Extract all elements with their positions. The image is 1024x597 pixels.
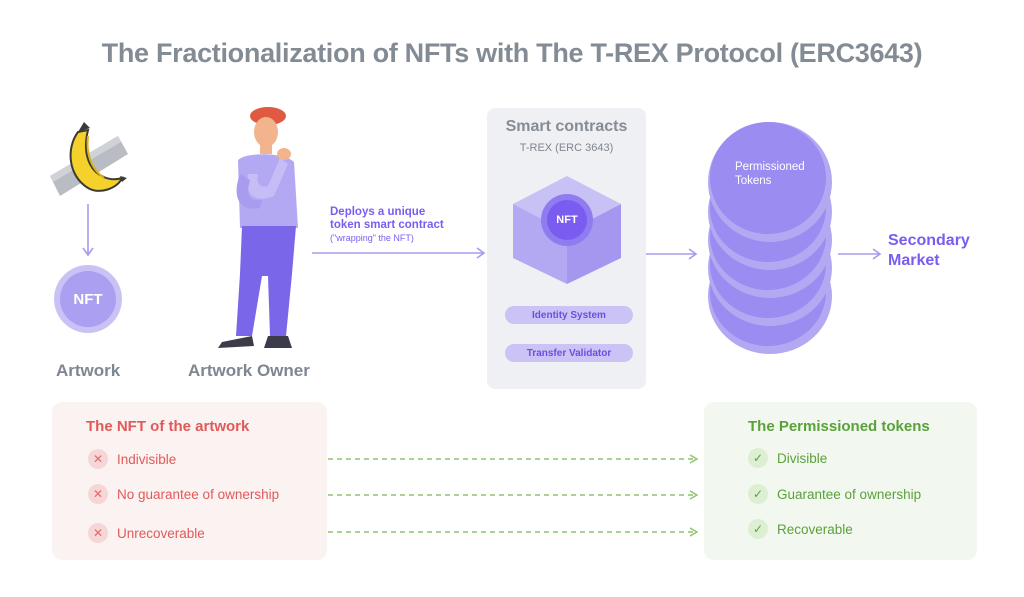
cross-icon: ✕ [88, 484, 108, 504]
deploy-line-2: token smart contract [330, 219, 444, 231]
check-icon: ✓ [748, 484, 768, 504]
smart-contracts-subtitle: T-REX (ERC 3643) [519, 142, 614, 154]
banana-artwork-icon [50, 122, 128, 196]
token-property-item: ✓ Divisible [748, 448, 827, 468]
artwork-nft-label: NFT [60, 271, 116, 327]
secondary-market-label: Secondary Market [888, 231, 970, 271]
token-property-text: Divisible [777, 450, 828, 466]
permissioned-tokens-stack-icon [708, 122, 832, 354]
smart-contracts-title: Smart contracts [505, 118, 628, 135]
permissioned-tokens-label: Permissioned Tokens [735, 160, 825, 188]
cross-icon: ✕ [88, 449, 108, 469]
check-icon: ✓ [748, 519, 768, 539]
token-property-item: ✓ Recoverable [748, 519, 853, 539]
artwork-label: Artwork [56, 361, 121, 380]
tokens-line-1: Permissioned [735, 161, 805, 173]
contract-nft-label: NFT [556, 214, 578, 226]
artwork-owner-label: Artwork Owner [188, 361, 310, 380]
deploy-description: Deploys a unique token smart contract ("… [330, 206, 456, 245]
check-icon: ✓ [748, 448, 768, 468]
nft-properties-card: The NFT of the artwork ✕ Indivisible ✕ N… [52, 402, 327, 560]
tokens-line-2: Tokens [735, 175, 772, 187]
token-property-item: ✓ Guarantee of ownership [748, 484, 921, 504]
cross-icon: ✕ [88, 523, 108, 543]
market-line-2: Market [888, 252, 940, 269]
smart-contracts-panel: Smart contracts T-REX (ERC 3643) NFT Ide… [487, 108, 646, 389]
page-title: The Fractionalization of NFTs with The T… [101, 38, 923, 68]
right-arrow-icon [838, 248, 882, 260]
market-line-1: Secondary [888, 232, 970, 249]
token-property-text: Guarantee of ownership [777, 486, 922, 502]
tokens-card-title: The Permissioned tokens [748, 418, 930, 435]
right-arrow-icon [646, 248, 698, 260]
nft-property-item: ✕ Unrecoverable [88, 523, 205, 543]
dashed-connector-arrows-icon [328, 454, 699, 537]
down-arrow-icon [82, 204, 94, 257]
nft-property-text: Unrecoverable [117, 525, 205, 541]
nft-property-text: Indivisible [117, 451, 177, 467]
identity-system-pill: Identity System [505, 306, 633, 324]
nft-property-text: No guarantee of ownership [117, 486, 280, 502]
deploy-line-1: Deploys a unique [330, 206, 426, 218]
nft-card-title: The NFT of the artwork [86, 418, 250, 435]
nft-property-item: ✕ No guarantee of ownership [88, 484, 279, 504]
nft-property-item: ✕ Indivisible [88, 449, 176, 469]
permissioned-tokens-card: The Permissioned tokens ✓ Divisible ✓ Gu… [704, 402, 977, 560]
artwork-nft-badge: NFT [54, 265, 122, 333]
deploy-line-3: ("wrapping" the NFT) [330, 233, 414, 243]
cube-contract-icon [513, 176, 621, 284]
transfer-validator-pill: Transfer Validator [505, 344, 633, 362]
right-arrow-icon [312, 247, 486, 259]
artwork-owner-figure-icon [218, 107, 298, 348]
token-property-text: Recoverable [777, 521, 853, 537]
